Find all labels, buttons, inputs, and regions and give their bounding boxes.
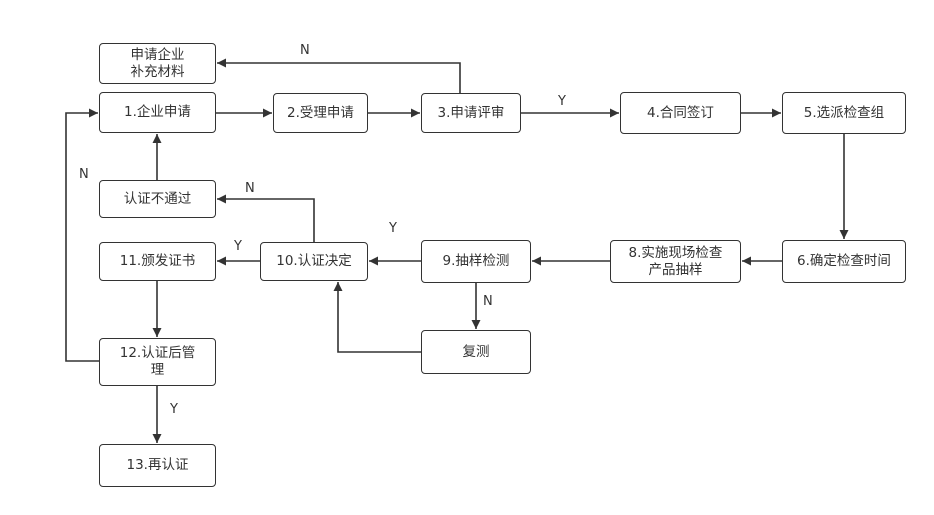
- node-label: 认证不通过: [123, 190, 192, 207]
- node-supplement-materials[interactable]: 申请企业 补充材料: [99, 43, 216, 84]
- node-10-certification-decision[interactable]: 10.认证决定: [260, 242, 368, 281]
- node-label: 12.认证后管 理: [119, 345, 196, 378]
- edge-retest-to-n10: [333, 282, 421, 353]
- node-label: 4.合同签订: [647, 104, 714, 121]
- edge-label-sampling-no: N: [483, 294, 493, 309]
- node-label: 10.认证决定: [276, 253, 352, 269]
- node-retest[interactable]: 复测: [421, 330, 531, 374]
- node-label: 13.再认证: [126, 457, 189, 473]
- node-13-recertification[interactable]: 13.再认证: [99, 444, 216, 487]
- node-label: 2.受理申请: [287, 104, 354, 121]
- node-label: 9.抽样检测: [442, 253, 510, 269]
- edge-label-postmgmt-yes: Y: [170, 402, 178, 417]
- edge-label-decision-yes: Y: [234, 239, 242, 254]
- node-label: 申请企业 补充材料: [130, 46, 185, 80]
- node-label: 3.申请评审: [437, 104, 505, 121]
- node-label: 复测: [462, 343, 490, 360]
- node-1-enterprise-application[interactable]: 1.企业申请: [99, 92, 216, 133]
- node-certification-failed[interactable]: 认证不通过: [99, 180, 216, 218]
- edges: [65, 58, 849, 443]
- edge-label-sampling-yes: Y: [389, 221, 397, 236]
- edge-label-postmgmt-no: N: [79, 167, 89, 182]
- edge-label-review-no: N: [300, 43, 310, 58]
- node-3-application-review[interactable]: 3.申请评审: [421, 93, 521, 133]
- node-2-accept-application[interactable]: 2.受理申请: [273, 93, 368, 133]
- node-6-determine-inspection-time[interactable]: 6.确定检查时间: [782, 240, 906, 283]
- node-label: 8.实施现场检查 产品抽样: [628, 244, 723, 278]
- node-9-sampling-test[interactable]: 9.抽样检测: [421, 240, 531, 283]
- node-5-select-inspection-team[interactable]: 5.选派检查组: [782, 92, 906, 134]
- node-12-post-certification-management[interactable]: 12.认证后管 理: [99, 338, 216, 386]
- node-8-onsite-inspection-sampling[interactable]: 8.实施现场检查 产品抽样: [610, 240, 741, 283]
- edge-label-review-yes: Y: [558, 94, 566, 109]
- edge-n10-to-fail: [217, 194, 315, 242]
- node-label: 11.颁发证书: [119, 253, 196, 269]
- node-label: 5.选派检查组: [803, 104, 885, 121]
- edge-label-decision-no: N: [245, 181, 255, 196]
- node-11-issue-certificate[interactable]: 11.颁发证书: [99, 242, 216, 281]
- edge-n12-to-n1: [65, 108, 99, 362]
- node-label: 6.确定检查时间: [797, 253, 891, 269]
- edge-n3-to-supplement: [217, 58, 461, 93]
- node-4-contract-signing[interactable]: 4.合同签订: [620, 92, 741, 134]
- node-label: 1.企业申请: [124, 104, 191, 120]
